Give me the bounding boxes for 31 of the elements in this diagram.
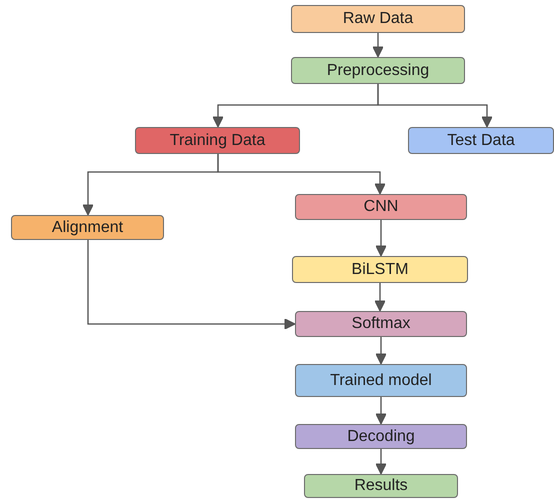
process-box bbox=[295, 194, 467, 220]
box-label: Raw Data bbox=[342, 10, 414, 28]
process-box bbox=[291, 5, 465, 33]
box-label: Results bbox=[354, 477, 408, 495]
box-label: Alignment bbox=[52, 218, 124, 236]
box-label: Test Data bbox=[447, 132, 515, 150]
process-box bbox=[295, 311, 467, 337]
box-label: Preprocessing bbox=[326, 62, 430, 80]
process-box bbox=[304, 474, 458, 498]
process-box bbox=[295, 364, 467, 397]
process-box bbox=[291, 57, 465, 84]
process-box bbox=[135, 127, 300, 154]
arrow bbox=[375, 397, 387, 425]
box-label: Trained model bbox=[330, 372, 432, 390]
arrow bbox=[374, 283, 386, 312]
box-label: Softmax bbox=[352, 315, 410, 333]
box-label: Decoding bbox=[347, 428, 415, 446]
process-box bbox=[11, 215, 164, 240]
arrow bbox=[375, 220, 387, 257]
arrow bbox=[375, 449, 387, 475]
arrow bbox=[372, 33, 384, 58]
process-box bbox=[408, 127, 554, 154]
arrow bbox=[217, 154, 386, 195]
box-label: Training Data bbox=[170, 132, 266, 150]
process-box bbox=[292, 256, 468, 283]
box-label: CNN bbox=[364, 198, 398, 216]
arrow bbox=[87, 240, 296, 330]
box-label: BiLSTM bbox=[352, 260, 408, 278]
arrow bbox=[377, 84, 493, 128]
arrow bbox=[375, 337, 387, 365]
process-box bbox=[295, 424, 467, 449]
